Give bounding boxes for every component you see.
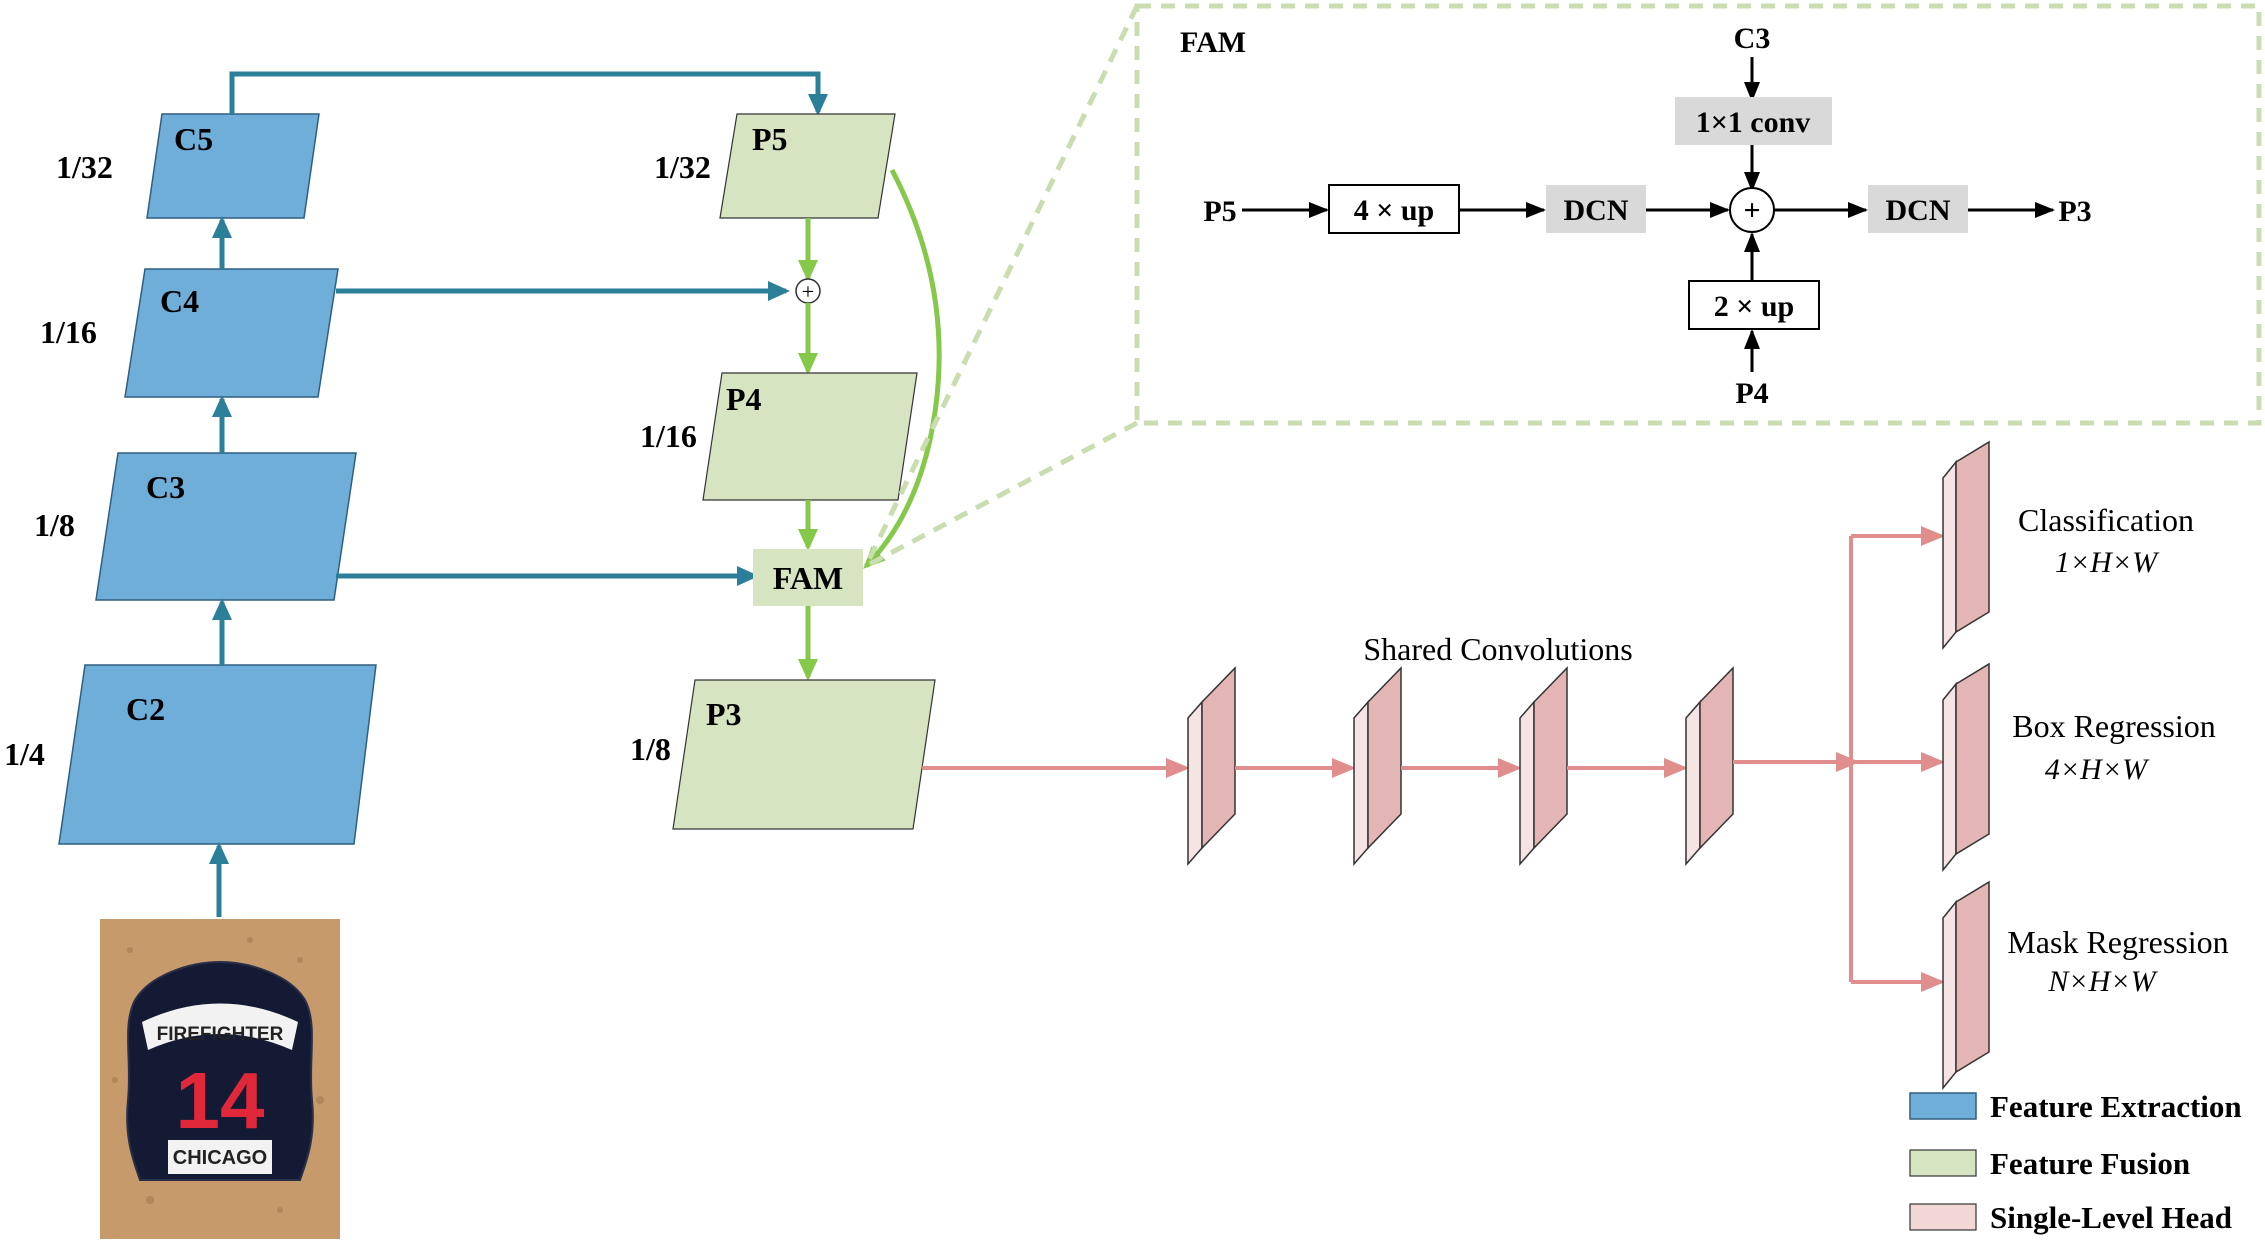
input-image: FIREFIGHTER 14 CHICAGO (100, 919, 340, 1239)
c2-scale: 1/4 (4, 736, 45, 772)
shared-conv-3 (1519, 666, 1568, 866)
fam-out-p3: P3 (2058, 195, 2091, 228)
c4-block (124, 268, 339, 398)
dcn-right-label: DCN (1886, 194, 1951, 227)
p3-label: P3 (706, 696, 742, 732)
mask-output-tensor (1942, 880, 1990, 1091)
c2-label: C2 (126, 691, 165, 727)
fam-in-c3: C3 (1734, 22, 1771, 55)
output-shape-box: 4×H×W (2045, 753, 2150, 786)
dcn-right-box (1868, 185, 1968, 233)
helmet-banner-top: FIREFIGHTER (157, 1024, 284, 1045)
helmet-banner-bottom: CHICAGO (173, 1147, 267, 1169)
output-name-mask: Mask Regression (2007, 924, 2228, 960)
legend-swatch-fusion (1909, 1149, 1977, 1177)
conv-1x1-box (1675, 97, 1832, 145)
c5-label: C5 (174, 121, 213, 157)
shared-conv-2 (1353, 666, 1402, 866)
arrow-p5-fam (863, 168, 942, 569)
dcn-left-box (1546, 185, 1646, 233)
dcn-left-label: DCN (1564, 194, 1629, 227)
p3-scale: 1/8 (630, 731, 671, 767)
fam-in-p4: P4 (1735, 377, 1768, 410)
up2-box (1688, 280, 1820, 330)
p4-block (702, 372, 918, 501)
fam-plus-symbol: + (1743, 194, 1760, 227)
legend-swatch-head (1909, 1203, 1977, 1231)
p4-label: P4 (726, 381, 762, 417)
up2-label: 2 × up (1714, 290, 1794, 323)
p3-block (672, 679, 936, 830)
fam-label: FAM (773, 560, 843, 596)
helmet-number: 14 (176, 1056, 265, 1145)
legend-swatch-extraction (1909, 1092, 1977, 1120)
c5-block (146, 113, 320, 219)
c5-scale: 1/32 (56, 149, 113, 185)
fam-in-p5: P5 (1203, 195, 1236, 228)
single-level-head: Shared Convolutions Classification 1×H×W… (922, 440, 2229, 1091)
output-shape-mask: N×H×W (2047, 965, 2158, 998)
fusion-path: P5 1/32 + P4 1/16 FAM P3 1/8 (630, 113, 942, 830)
fam-detail-title: FAM (1180, 26, 1246, 59)
zoom-line-bottom (864, 420, 1139, 569)
c3-label: C3 (146, 469, 185, 505)
shared-convolutions-label: Shared Convolutions (1363, 631, 1632, 667)
box-output-tensor (1942, 662, 1990, 873)
p5-scale: 1/32 (654, 149, 711, 185)
legend-label-head: Single-Level Head (1990, 1200, 2232, 1235)
up4-box (1328, 184, 1460, 234)
c3-block (95, 452, 357, 601)
c2-block (58, 664, 377, 845)
legend: Feature Extraction Feature Fusion Single… (1909, 1089, 2242, 1235)
c4-scale: 1/16 (40, 314, 97, 350)
output-name-cls: Classification (2018, 502, 2194, 538)
c3-scale: 1/8 (34, 507, 75, 543)
legend-label-extraction: Feature Extraction (1990, 1089, 2242, 1124)
zoom-line-top (863, 4, 1140, 568)
conv-1x1-label: 1×1 conv (1696, 106, 1811, 139)
output-shape-cls: 1×H×W (2055, 546, 2160, 579)
shared-conv-1 (1187, 666, 1236, 866)
fam-box (753, 549, 863, 606)
output-name-box: Box Regression (2012, 708, 2216, 744)
legend-label-fusion: Feature Fusion (1990, 1146, 2190, 1181)
arrow-c5-p5 (229, 71, 828, 116)
shared-conv-4 (1685, 666, 1734, 866)
fam-detail-panel: FAM C3 1×1 conv P5 4 × up DCN + DCN P3 2… (863, 3, 2262, 569)
p5-block (719, 113, 896, 219)
cls-output-tensor (1942, 440, 1990, 651)
c4-label: C4 (160, 283, 199, 319)
p5-label: P5 (752, 121, 788, 157)
up4-label: 4 × up (1354, 194, 1434, 227)
p4-scale: 1/16 (640, 418, 697, 454)
plus-symbol: + (802, 279, 814, 304)
backbone: C5 1/32 C4 1/16 C3 1/8 C2 1/4 (4, 71, 828, 917)
